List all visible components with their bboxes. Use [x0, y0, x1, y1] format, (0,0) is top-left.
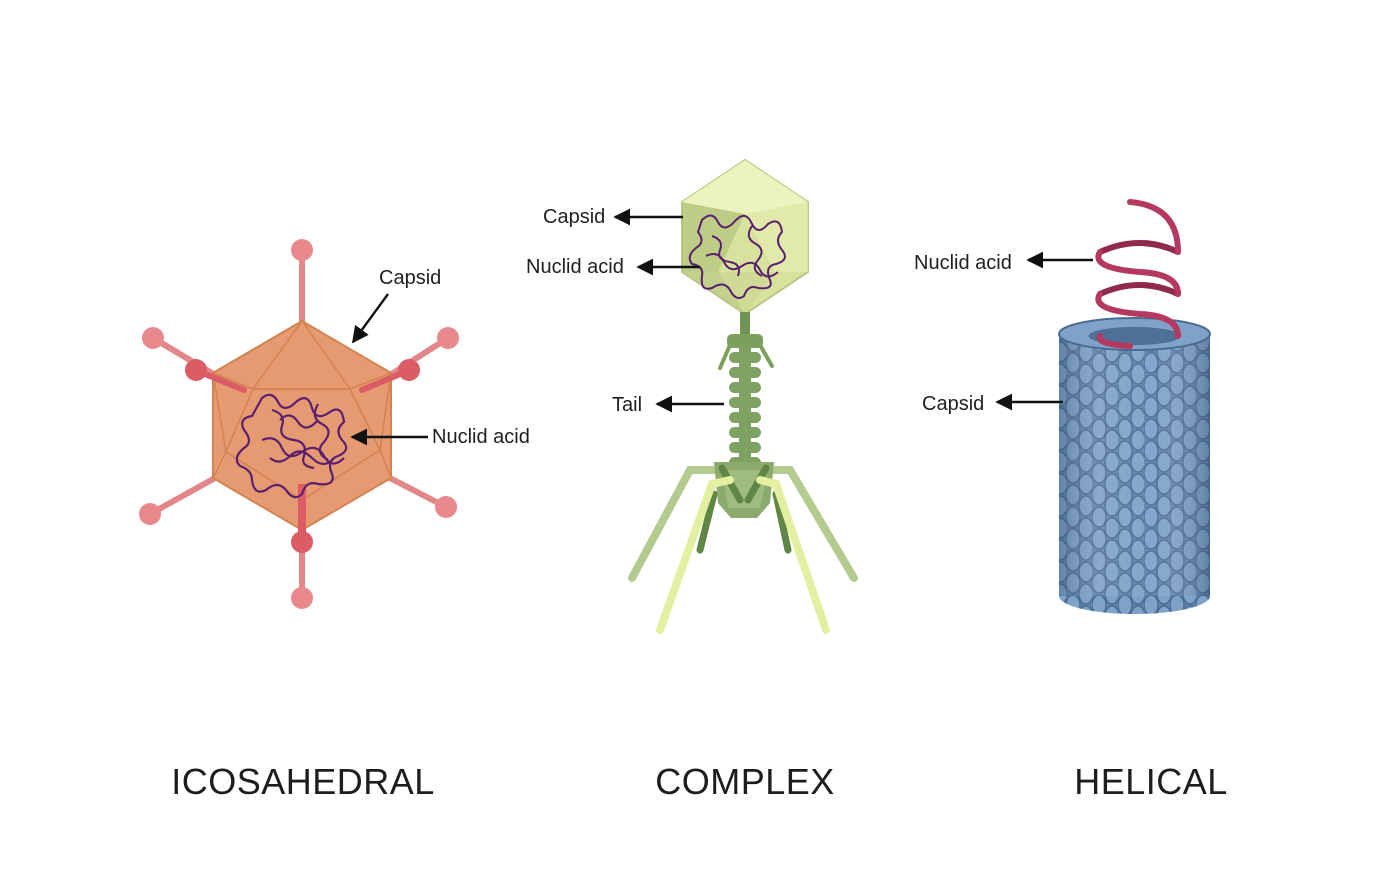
tail-sheath — [729, 346, 761, 470]
helical-capsid-label: Capsid — [922, 393, 985, 415]
helical-virus — [1058, 199, 1211, 614]
icosahedral-nucleic-acid — [235, 393, 348, 499]
tail-fibers-front — [656, 476, 830, 634]
tail-collar — [727, 334, 763, 348]
helical-rna — [1095, 199, 1181, 349]
icosahedral-capsid-label: Capsid — [379, 267, 442, 289]
capsid-facets — [212, 319, 392, 530]
collar-whiskers — [718, 343, 774, 370]
icosahedral-virus — [139, 239, 459, 609]
complex-tail-label: Tail — [612, 394, 643, 416]
icosahedral-title: ICOSAHEDRAL — [171, 761, 435, 802]
icosahedral-capsid-arrow — [352, 293, 389, 344]
tail-fibers-back — [628, 466, 858, 582]
helical-nucleic-label: Nuclid acid — [914, 252, 1012, 274]
complex-title: COMPLEX — [655, 761, 835, 802]
spike-knobs — [139, 239, 459, 609]
complex-nucleic-label: Nuclid acid — [526, 256, 624, 278]
icosahedral-nucleic-label: Nuclid acid — [432, 426, 530, 448]
complex-virus — [628, 158, 858, 634]
helical-title: HELICAL — [1074, 761, 1228, 802]
complex-capsid-label: Capsid — [543, 206, 606, 228]
complex-nucleic-acid — [688, 214, 786, 299]
tail-neck — [740, 312, 750, 336]
